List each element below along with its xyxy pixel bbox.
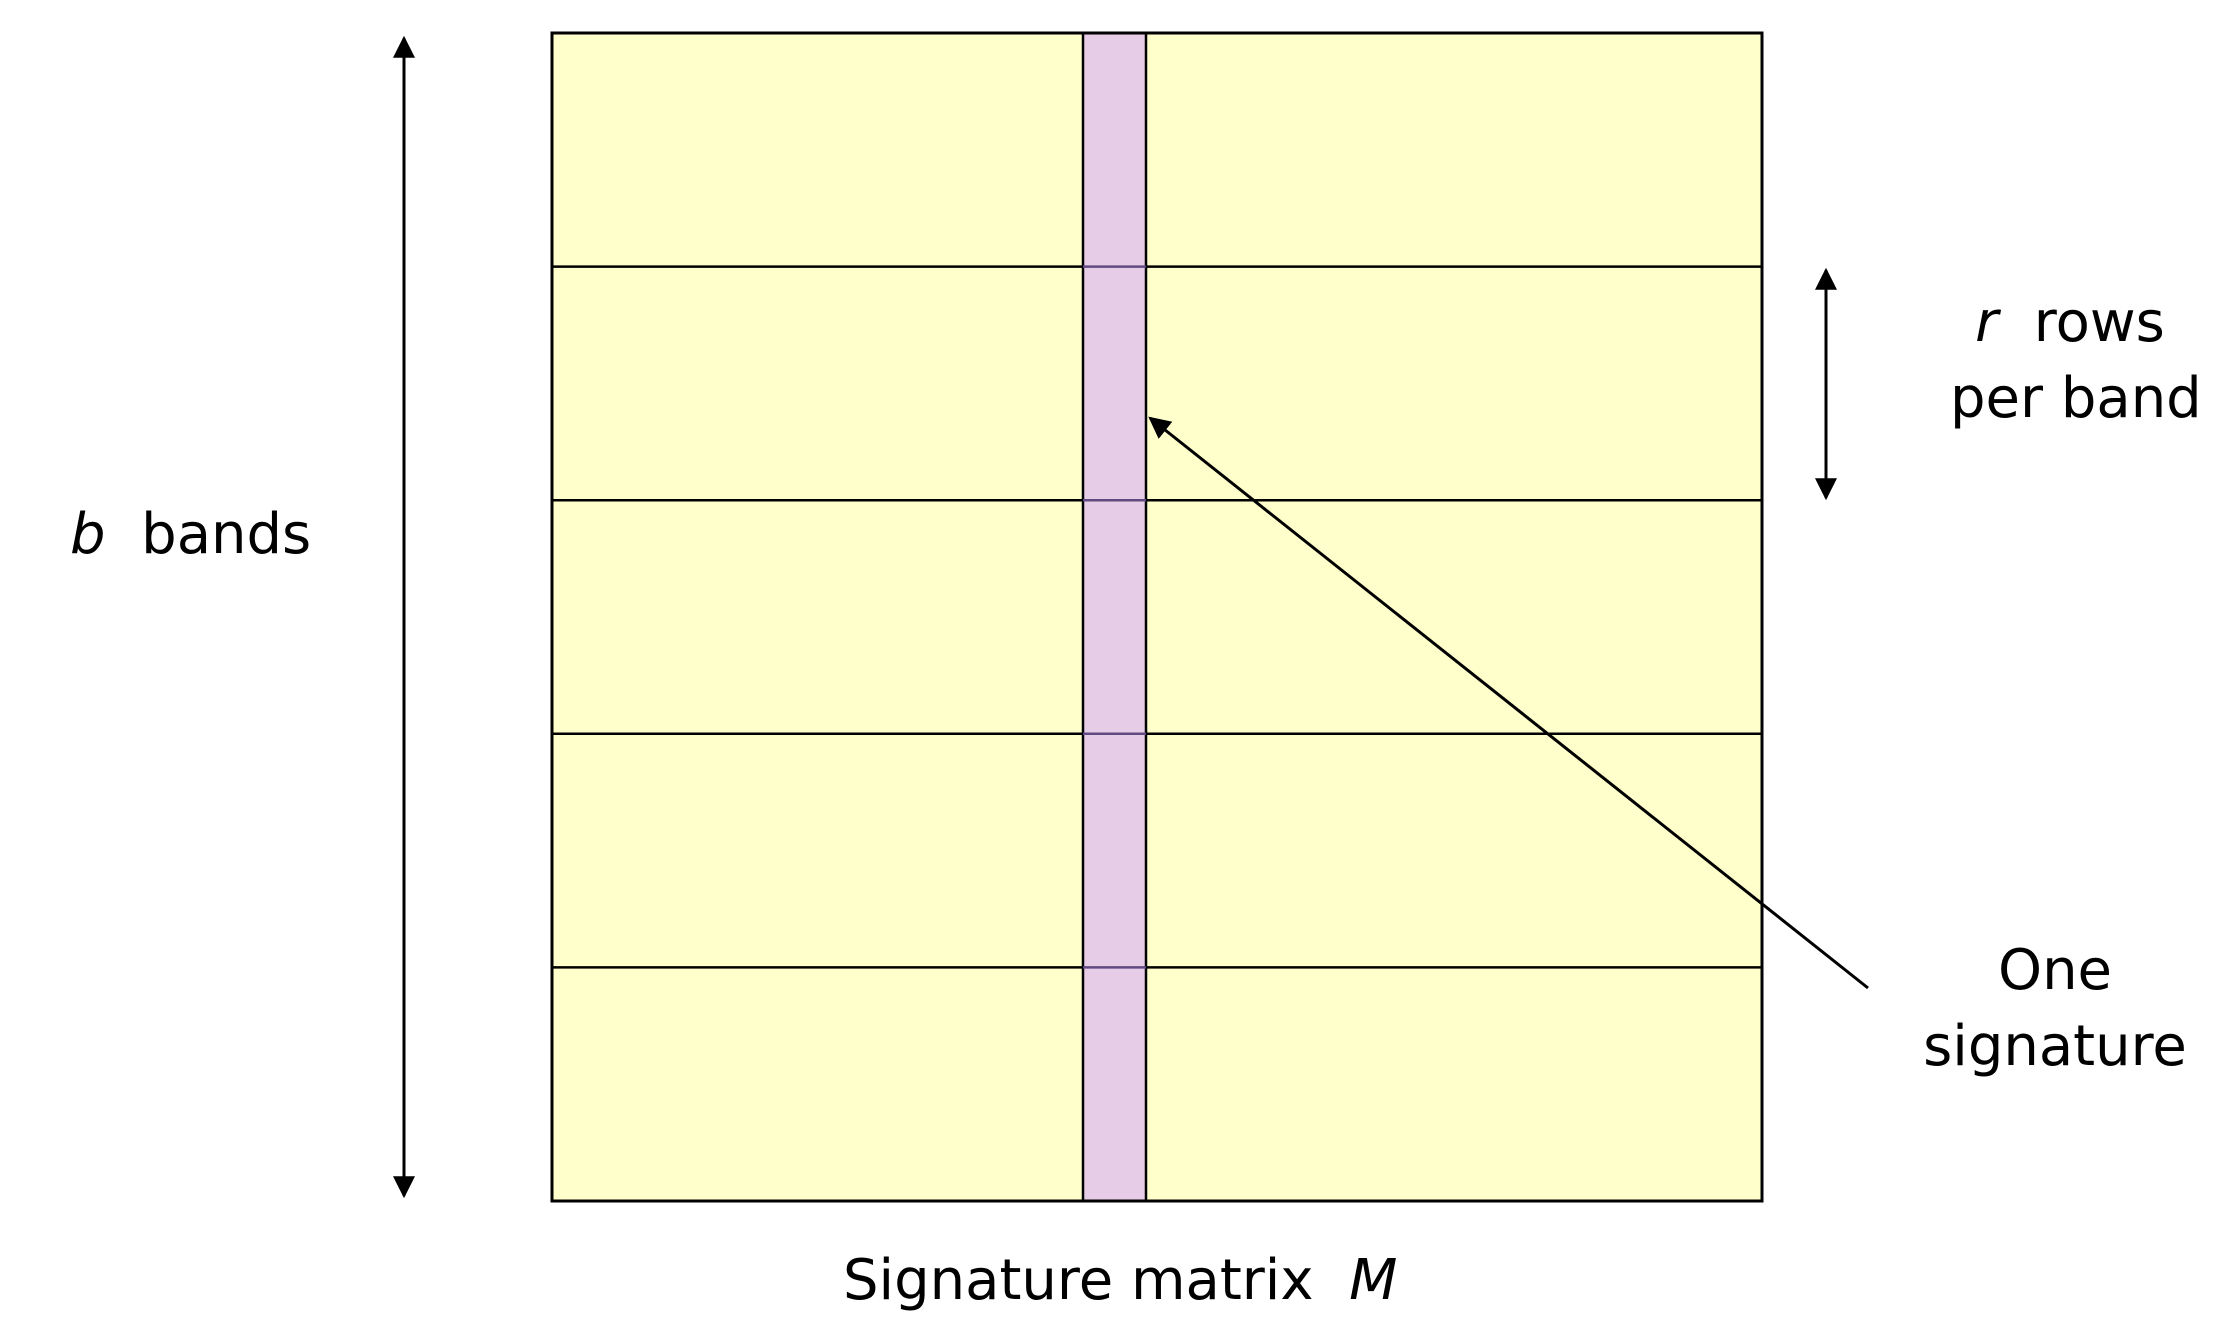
bands-text: bands xyxy=(141,502,312,567)
signature-line1: One xyxy=(1997,938,2113,1003)
signature-pointer-arrow xyxy=(1148,416,1869,990)
rows-line2: per band xyxy=(1950,366,2202,431)
signature-matrix xyxy=(550,31,1764,1203)
band-dividers xyxy=(552,265,1762,969)
matrix-caption: Signature matrix M xyxy=(843,1243,1397,1319)
bands-variable: b xyxy=(70,502,106,567)
one-signature-label: One signature xyxy=(1905,933,2205,1085)
rows-per-band-label: r rows per band xyxy=(1950,285,2202,437)
rows-text: rows xyxy=(2033,290,2165,355)
signature-column xyxy=(1081,31,1148,1203)
signature-line2: signature xyxy=(1923,1014,2187,1079)
matrix-variable: M xyxy=(1349,1248,1398,1313)
matrix-caption-text: Signature matrix xyxy=(843,1248,1314,1313)
bands-label: b bands xyxy=(70,497,311,573)
matrix-border xyxy=(550,31,1764,1203)
rows-variable: r xyxy=(1975,290,1999,355)
